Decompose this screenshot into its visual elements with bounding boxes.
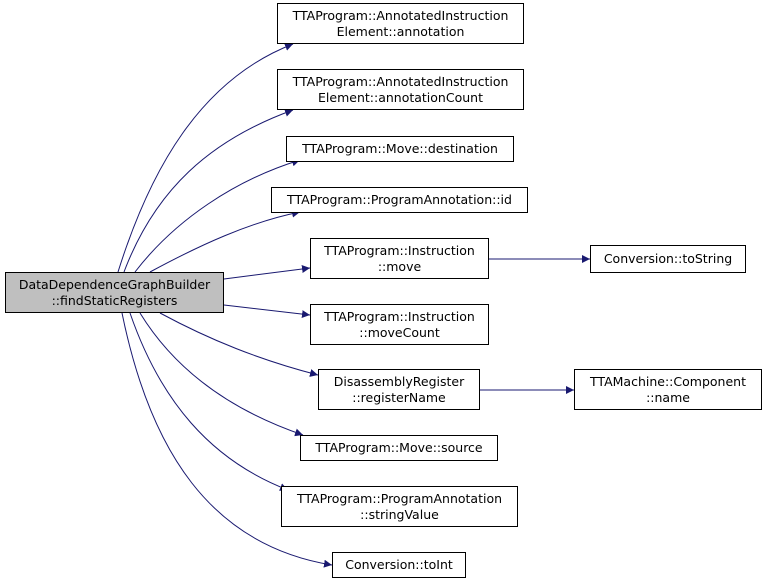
node-conversion-to-int[interactable]: Conversion::toInt [332,552,466,578]
node-label-line2: ::findStaticRegisters [51,292,178,308]
node-program-annotation-id[interactable]: TTAProgram::ProgramAnnotation::id [271,187,528,213]
node-label: TTAProgram::Move::destination [302,141,498,156]
node-label-line1: TTAProgram::AnnotatedInstruction [292,7,509,23]
edge-root-to-move-count [223,304,311,319]
node-label: Conversion::toInt [345,557,453,572]
node-label-line2: ::moveCount [359,324,440,340]
edge-root-to-source [139,312,304,437]
node-register-name[interactable]: DisassemblyRegister ::registerName [318,369,480,410]
node-move-source[interactable]: TTAProgram::Move::source [300,435,498,461]
node-component-name[interactable]: TTAMachine::Component ::name [574,369,762,410]
node-find-static-registers: DataDependenceGraphBuilder ::findStaticR… [5,272,224,313]
node-label: TTAProgram::ProgramAnnotation::id [287,192,512,207]
node-label-line1: DisassemblyRegister [333,373,465,389]
node-move-destination[interactable]: TTAProgram::Move::destination [286,136,514,162]
node-label: TTAProgram::Move::source [315,440,483,455]
edge-root-to-to-int [121,312,333,568]
edge-root-to-register-name [159,312,319,377]
node-instruction-move-count[interactable]: TTAProgram::Instruction ::moveCount [310,304,489,345]
node-label-line1: DataDependenceGraphBuilder [18,276,211,292]
node-label-line2: Element::annotation [336,23,465,39]
node-annotation[interactable]: TTAProgram::AnnotatedInstruction Element… [277,3,524,44]
node-label-line1: TTAProgram::AnnotatedInstruction [292,73,509,89]
node-label-line1: TTAProgram::Instruction [324,308,475,324]
edge-root-to-annotation [117,43,294,273]
node-instruction-move[interactable]: TTAProgram::Instruction ::move [310,238,489,279]
node-label: Conversion::toString [603,251,733,266]
edge-root-to-destination [134,158,301,273]
node-label-line1: TTAProgram::ProgramAnnotation [296,490,503,506]
node-conversion-to-string[interactable]: Conversion::toString [590,245,746,273]
node-label-line2: ::move [377,258,422,274]
edge-root-to-id [149,209,301,273]
node-label-line2: ::stringValue [360,506,439,522]
node-label-line1: TTAMachine::Component [590,373,746,389]
edge-root-to-string-value [129,312,289,491]
node-label-line2: ::name [646,389,690,405]
node-string-value[interactable]: TTAProgram::ProgramAnnotation ::stringVa… [281,486,518,527]
edge-root-to-instruction-move [223,265,311,280]
node-label-line2: Element::annotationCount [318,89,483,105]
node-label-line1: TTAProgram::Instruction [324,242,475,258]
node-label-line2: ::registerName [352,389,446,405]
edge-root-to-annotation-count [123,108,294,273]
node-annotation-count[interactable]: TTAProgram::AnnotatedInstruction Element… [277,69,524,110]
